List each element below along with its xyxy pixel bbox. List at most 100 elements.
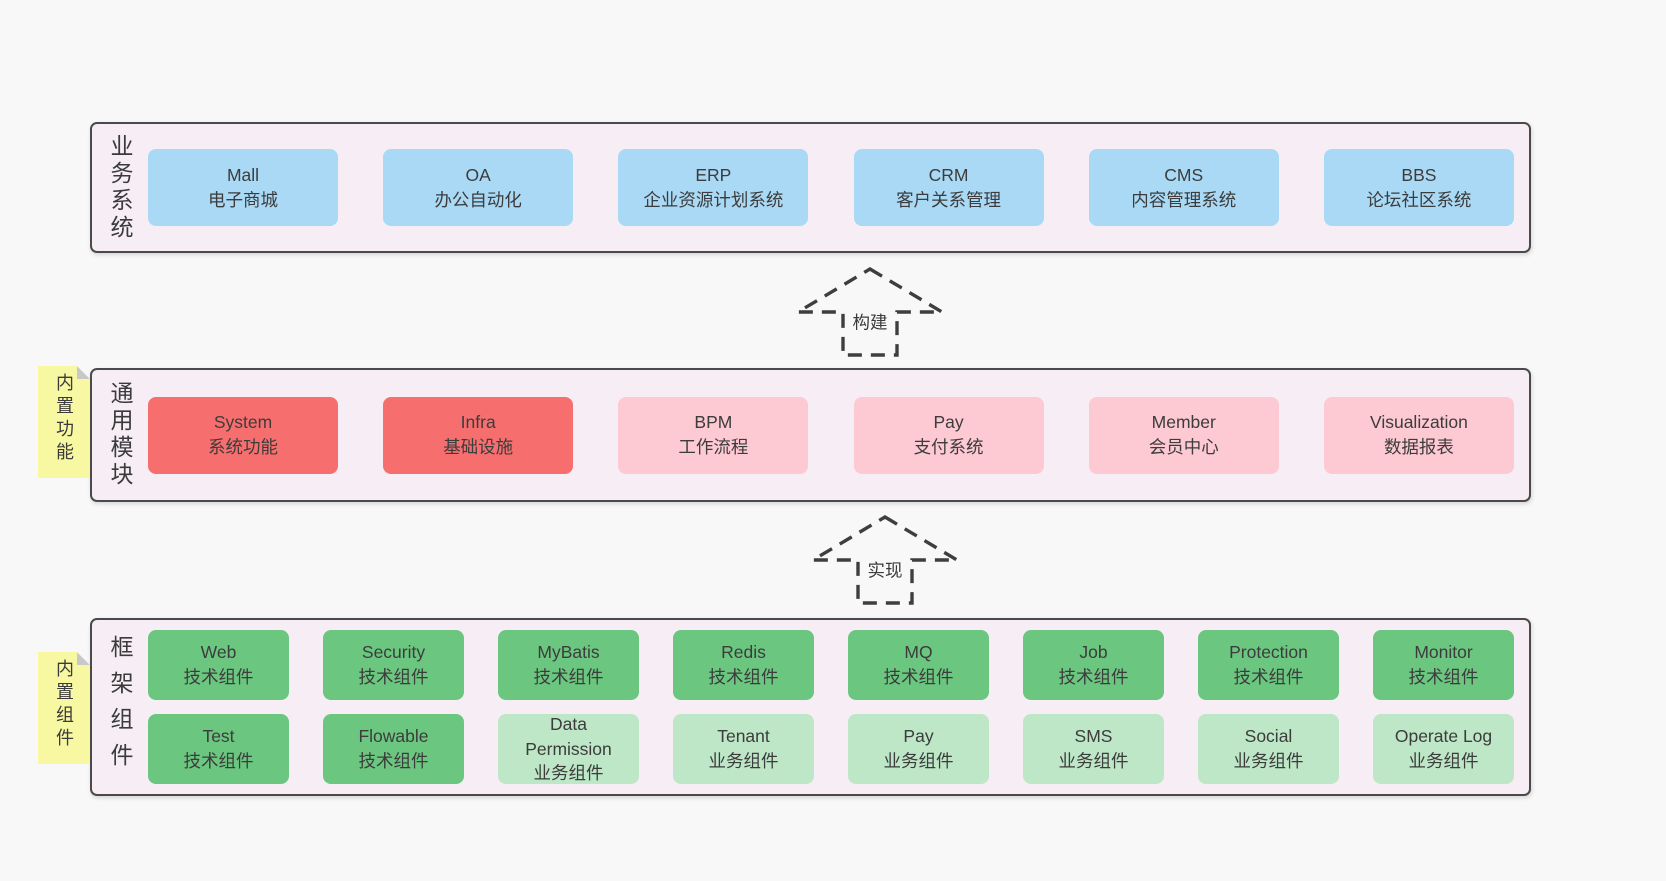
box-test: Test 技术组件 xyxy=(148,714,289,784)
box-subtitle: 基础设施 xyxy=(443,437,514,457)
box-bbs: BBS 论坛社区系统 xyxy=(1323,149,1514,226)
band-content: Mall 电子商城 OA 办公自动化 ERP 企业资源计划系统 CRM 客户关系… xyxy=(148,149,1529,226)
box-row-biz: Test 技术组件 Flowable 技术组件 Data Permission … xyxy=(148,714,1514,784)
sticky-note-text: 内置功能 xyxy=(54,373,74,465)
box-subtitle: 办公自动化 xyxy=(434,189,522,210)
box-mq: MQ 技术组件 xyxy=(848,630,989,700)
band-common-modules: 通用模块 System 系统功能 Infra 基础设施 BPM 工作流程 Pay… xyxy=(90,368,1531,502)
box-title: Member xyxy=(1151,412,1216,433)
box-subtitle: 业务组件 xyxy=(1408,751,1479,771)
box-title: Job xyxy=(1079,642,1108,663)
box-crm: CRM 客户关系管理 xyxy=(853,149,1044,226)
box-title: Monitor xyxy=(1414,642,1473,663)
box-subtitle: 技术组件 xyxy=(1058,667,1129,687)
box-data-permission: Data Permission 业务组件 xyxy=(498,714,639,784)
band-label-common-modules: 通用模块 xyxy=(107,381,133,489)
box-row: Mall 电子商城 OA 办公自动化 ERP 企业资源计划系统 CRM 客户关系… xyxy=(148,149,1514,226)
band-framework-components: 框架组件 Web 技术组件 Security 技术组件 MyBatis 技术组件… xyxy=(90,618,1531,796)
box-cms: CMS 内容管理系统 xyxy=(1088,149,1279,226)
box-subtitle: 技术组件 xyxy=(533,667,604,687)
box-security: Security 技术组件 xyxy=(323,630,464,700)
box-title: CRM xyxy=(928,164,969,185)
box-subtitle: 业务组件 xyxy=(533,763,604,784)
box-subtitle: 内容管理系统 xyxy=(1131,189,1237,210)
sticky-note-built-in-components: 内置组件 xyxy=(38,652,90,764)
box-subtitle: 会员中心 xyxy=(1148,437,1219,457)
box-sms: SMS 业务组件 xyxy=(1023,714,1164,784)
box-flowable: Flowable 技术组件 xyxy=(323,714,464,784)
arrow-build: 构建 xyxy=(790,264,950,360)
band-business-systems: 业务系统 Mall 电子商城 OA 办公自动化 ERP 企业资源计划系统 CRM… xyxy=(90,122,1531,253)
box-pay-biz: Pay 业务组件 xyxy=(848,714,989,784)
box-tenant: Tenant 业务组件 xyxy=(673,714,814,784)
box-mall: Mall 电子商城 xyxy=(148,149,338,226)
box-infra: Infra 基础设施 xyxy=(383,396,574,474)
box-social: Social 业务组件 xyxy=(1198,714,1339,784)
box-system: System 系统功能 xyxy=(148,396,338,474)
box-title: Data Permission xyxy=(525,713,612,759)
box-visualization: Visualization 数据报表 xyxy=(1323,396,1514,474)
box-subtitle: 技术组件 xyxy=(358,751,429,771)
box-mybatis: MyBatis 技术组件 xyxy=(498,630,639,700)
box-title: Security xyxy=(361,642,426,663)
arrow-implement-label: 实现 xyxy=(863,555,907,585)
box-title: Infra xyxy=(460,412,496,433)
box-title: ERP xyxy=(695,164,732,185)
box-web: Web 技术组件 xyxy=(148,630,289,700)
box-subtitle: 业务组件 xyxy=(708,751,779,771)
box-title: Redis xyxy=(721,642,766,663)
box-protection: Protection 技术组件 xyxy=(1198,630,1339,700)
up-arrow-icon xyxy=(806,515,964,605)
box-title: MyBatis xyxy=(537,642,600,663)
box-member: Member 会员中心 xyxy=(1088,396,1279,474)
box-subtitle: 系统功能 xyxy=(208,437,278,457)
box-title: Social xyxy=(1244,726,1293,747)
box-redis: Redis 技术组件 xyxy=(673,630,814,700)
box-subtitle: 技术组件 xyxy=(883,667,954,687)
box-subtitle: 工作流程 xyxy=(678,437,749,457)
band-label-business-systems: 业务系统 xyxy=(107,133,133,242)
arrow-build-label: 构建 xyxy=(848,307,892,337)
box-subtitle: 客户关系管理 xyxy=(896,189,1002,210)
box-title: Pay xyxy=(933,412,964,433)
box-title: Visualization xyxy=(1369,412,1468,433)
box-title: Tenant xyxy=(717,726,770,747)
box-subtitle: 业务组件 xyxy=(1233,751,1304,771)
box-title: Test xyxy=(202,726,235,747)
box-subtitle: 支付系统 xyxy=(913,437,984,457)
box-title: System xyxy=(213,412,273,433)
box-title: SMS xyxy=(1074,726,1113,747)
box-subtitle: 技术组件 xyxy=(1233,667,1304,687)
box-title: BPM xyxy=(694,412,733,433)
box-title: OA xyxy=(465,164,491,185)
box-subtitle: 技术组件 xyxy=(183,667,254,687)
sticky-note-text: 内置组件 xyxy=(54,659,74,751)
box-subtitle: 技术组件 xyxy=(1408,667,1479,687)
box-row-tech: Web 技术组件 Security 技术组件 MyBatis 技术组件 Redi… xyxy=(148,630,1514,700)
box-title: BBS xyxy=(1401,164,1437,185)
box-erp: ERP 企业资源计划系统 xyxy=(618,149,809,226)
box-subtitle: 业务组件 xyxy=(1058,751,1129,771)
box-subtitle: 技术组件 xyxy=(708,667,779,687)
box-title: Protection xyxy=(1229,642,1308,663)
box-bpm: BPM 工作流程 xyxy=(618,396,809,474)
box-oa: OA 办公自动化 xyxy=(383,149,574,226)
box-title: Web xyxy=(200,642,237,663)
box-subtitle: 技术组件 xyxy=(183,751,254,771)
box-subtitle: 论坛社区系统 xyxy=(1366,189,1472,210)
box-title: Mall xyxy=(226,164,260,185)
box-monitor: Monitor 技术组件 xyxy=(1373,630,1514,700)
arrow-implement: 实现 xyxy=(805,512,965,608)
box-title: MQ xyxy=(904,642,933,663)
box-title: Operate Log xyxy=(1394,726,1493,747)
sticky-note-built-in-features: 内置功能 xyxy=(38,366,90,478)
box-title: CMS xyxy=(1164,164,1204,185)
box-subtitle: 企业资源计划系统 xyxy=(643,189,784,210)
band-label-framework-components: 框架组件 xyxy=(107,635,133,779)
band-content: Web 技术组件 Security 技术组件 MyBatis 技术组件 Redi… xyxy=(148,630,1529,784)
box-job: Job 技术组件 xyxy=(1023,630,1164,700)
box-operate-log: Operate Log 业务组件 xyxy=(1373,714,1514,784)
box-pay: Pay 支付系统 xyxy=(853,396,1044,474)
box-subtitle: 电子商城 xyxy=(208,189,278,210)
